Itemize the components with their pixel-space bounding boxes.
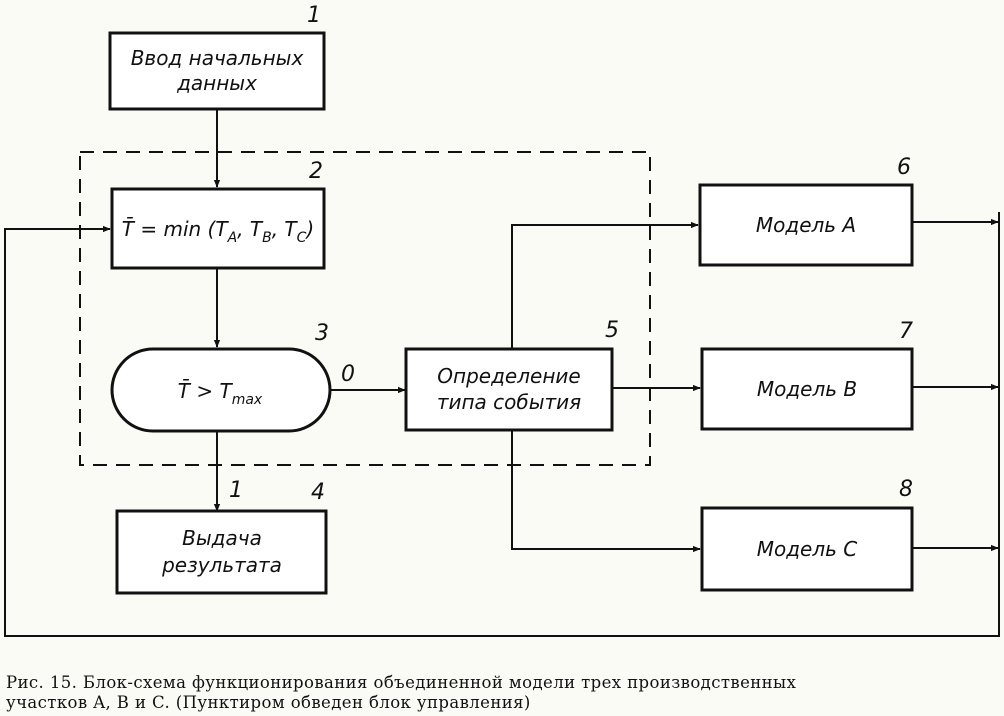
block-event-type: Определение типа события 5 — [404, 318, 619, 432]
block-7-label: Модель B — [757, 377, 857, 401]
block-5-line1: Определение — [437, 364, 580, 388]
block-6-label: Модель A — [756, 213, 856, 237]
block-8-label: Модель C — [757, 537, 858, 561]
caption-line-1: Рис. 15. Блок-схема функционирования объ… — [6, 673, 797, 692]
block-6-number: 6 — [897, 155, 911, 180]
block-7-number: 7 — [899, 319, 913, 344]
feedback-loop — [4, 212, 1000, 637]
block-1-line2: данных — [176, 71, 257, 95]
block-model-b: Модель B 7 — [700, 319, 914, 431]
control-block-boundary — [79, 151, 651, 466]
block-1-number: 1 — [307, 3, 321, 28]
block-model-a: Модель A 6 — [698, 155, 914, 267]
connectors — [4, 109, 1000, 637]
block-min-time: T̄ = min (TA, TB, TC) 2 — [110, 159, 326, 270]
branch-label-zero: 0 — [341, 362, 355, 387]
block-4-number: 4 — [311, 480, 325, 505]
block-1-line1: Ввод начальных — [131, 46, 304, 70]
branch-label-one: 1 — [229, 478, 243, 503]
block-5-line2: типа события — [437, 390, 581, 414]
block-3-number: 3 — [315, 321, 329, 346]
block-2-formula: T̄ = min (TA, TB, TC) — [122, 216, 314, 246]
block-3-condition: T̄ > Tmax — [178, 378, 263, 408]
figure-caption: Рис. 15. Блок-схема функционирования объ… — [6, 673, 1000, 713]
caption-line-2: участков A, B и C. (Пунктиром обведен бл… — [6, 693, 531, 712]
arrow-5-to-8 — [511, 430, 701, 553]
block-2-number: 2 — [309, 159, 323, 184]
flowchart: Ввод начальных данных 1 T̄ = min (TA, TB… — [4, 3, 1000, 637]
block-model-c: Модель C 8 — [700, 477, 914, 592]
block-4-line2: результата — [161, 553, 282, 577]
block-4-line1: Выдача — [182, 526, 262, 550]
arrow-5-to-6 — [511, 221, 699, 349]
block-5-number: 5 — [605, 318, 619, 343]
block-output-result: Выдача результата 4 — [115, 480, 328, 595]
block-input-initial-data: Ввод начальных данных 1 — [108, 3, 326, 111]
block-time-check: T̄ > Tmax 3 — [110, 321, 332, 433]
block-8-number: 8 — [899, 477, 913, 502]
